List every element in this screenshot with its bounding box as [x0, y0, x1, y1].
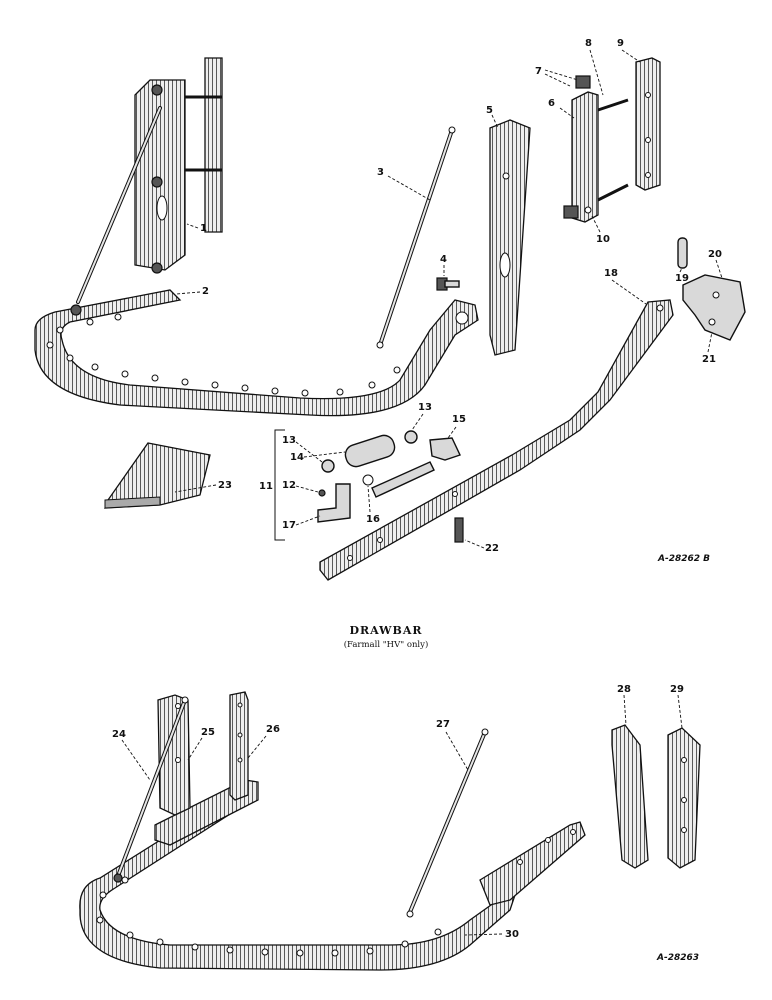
callout-13-b: 13 [418, 402, 432, 413]
callout-18: 18 [604, 268, 618, 279]
drawbar-frame-top [34, 289, 479, 417]
callout-7: 7 [535, 66, 542, 77]
callout-11: 11 [259, 481, 273, 492]
callout-15: 15 [452, 414, 466, 425]
callout-13-a: 13 [282, 435, 296, 446]
callout-1: 1 [200, 223, 207, 234]
frame-side-arm [479, 821, 586, 906]
caption-title: DRAWBAR [349, 624, 423, 637]
upright-26 [229, 691, 249, 801]
bottom-frame-holes [96, 876, 442, 957]
callout-30: 30 [505, 929, 519, 940]
callout-2: 2 [202, 286, 209, 297]
drawbar-rear-plate [204, 57, 223, 233]
clevis-assembly [563, 75, 629, 223]
callout-25: 25 [201, 727, 215, 738]
callout-5: 5 [486, 105, 493, 116]
callout-26: 26 [266, 724, 280, 735]
drawbar-frame-bottom [79, 789, 521, 971]
clevis-20 [682, 274, 746, 341]
upright-25 [157, 694, 191, 816]
caption-subtitle: (Farmall "HV" only) [343, 640, 429, 650]
bolt-22 [454, 517, 464, 543]
bottom-reference-code: A-28263 [656, 953, 699, 963]
callout-8: 8 [585, 38, 592, 49]
frame-holes [46, 311, 469, 397]
top-drawbar-assembly [34, 57, 746, 581]
vertical-support-5 [489, 119, 531, 356]
callout-3: 3 [377, 167, 384, 178]
callout-29: 29 [670, 684, 684, 695]
callout-19: 19 [675, 273, 689, 284]
bolt-4 [436, 277, 460, 291]
callout-17: 17 [282, 520, 296, 531]
callout-16: 16 [366, 514, 380, 525]
callout-4: 4 [440, 254, 447, 265]
bottom-drawbar-assembly [79, 691, 701, 971]
drawbar-18 [319, 299, 674, 581]
callout-20: 20 [708, 249, 722, 260]
callout-12: 12 [282, 480, 296, 491]
bottom-callouts: 24 25 26 27 28 29 30 A-28263 [112, 684, 699, 963]
side-plate-28 [611, 724, 649, 869]
callout-10: 10 [596, 234, 610, 245]
drawbar-bracket-left [134, 79, 186, 271]
callout-23: 23 [218, 480, 232, 491]
callout-14: 14 [290, 452, 304, 463]
callout-27: 27 [436, 719, 450, 730]
callout-24: 24 [112, 729, 126, 740]
top-callouts: 1 2 3 4 5 6 7 8 9 10 11 12 13 13 14 15 1… [174, 38, 723, 564]
callout-22: 22 [485, 543, 499, 554]
hitch-detail-11 [274, 429, 461, 541]
callout-28: 28 [617, 684, 631, 695]
pin-bar-9 [635, 57, 661, 191]
pin-19 [677, 237, 688, 269]
top-reference-code: A-28262 B [657, 554, 710, 564]
callout-21: 21 [702, 354, 716, 365]
callout-9: 9 [617, 38, 624, 49]
callout-6: 6 [548, 98, 555, 109]
